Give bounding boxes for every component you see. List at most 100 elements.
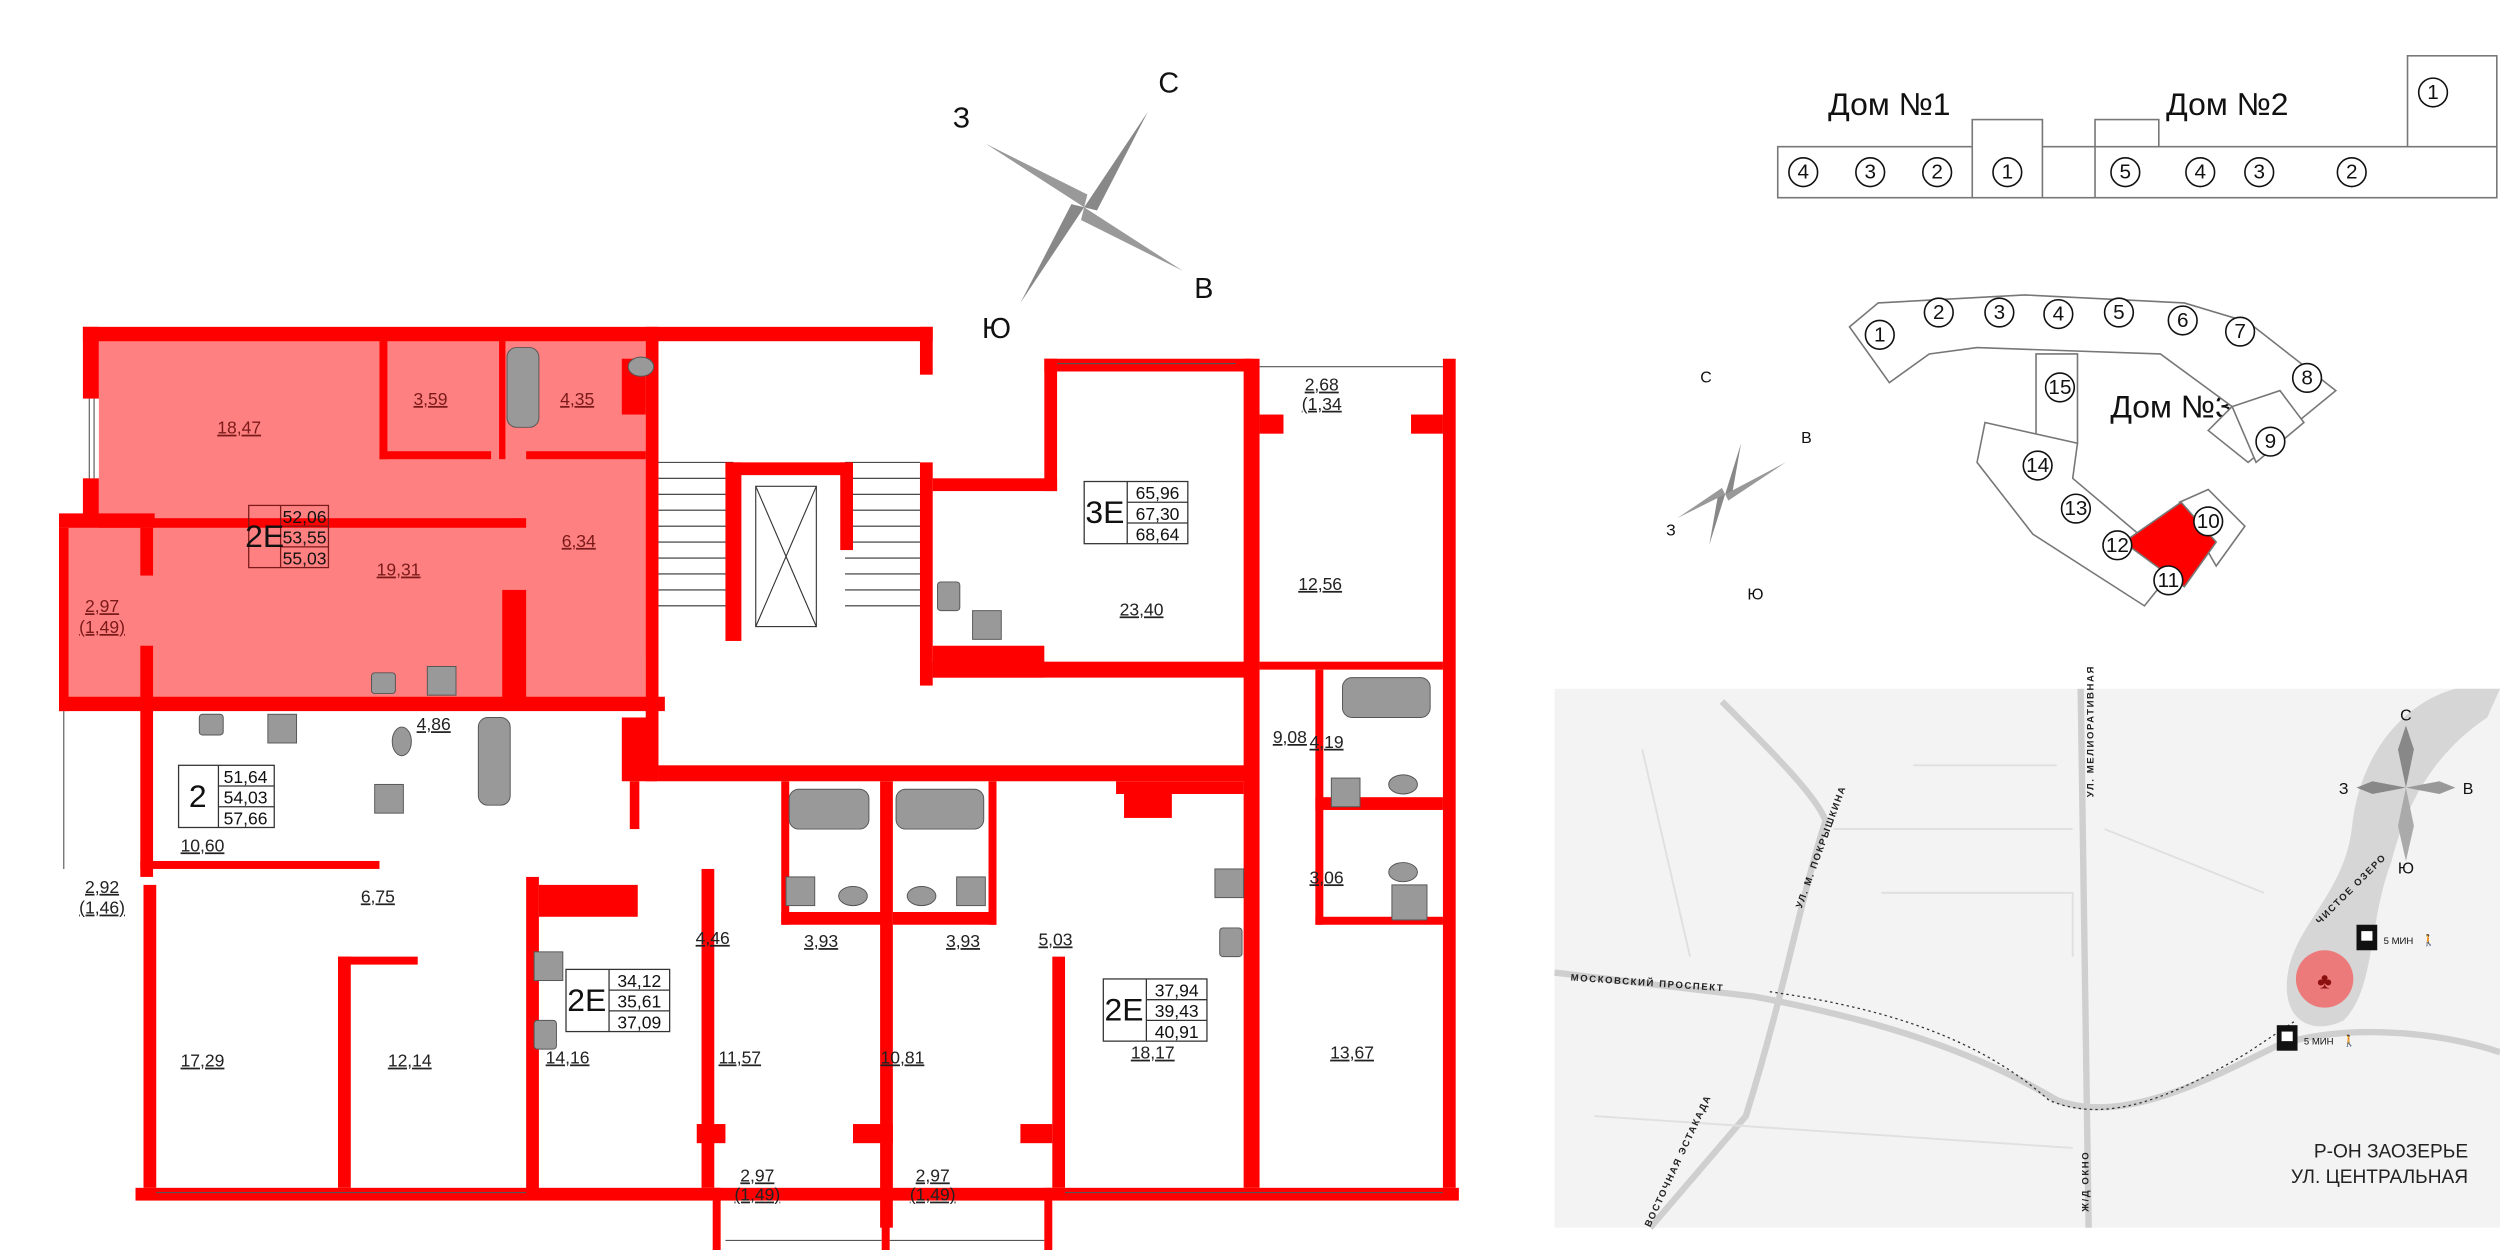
section-button[interactable]: 4: [2185, 157, 2216, 188]
selected-apartment[interactable]: [58, 339, 646, 700]
svg-text:1: 1: [2002, 161, 2014, 184]
compass-needle-east: [1080, 207, 1184, 272]
toilet-icon: [838, 886, 868, 907]
tree-icon: ♣: [2317, 969, 2332, 994]
section-button[interactable]: 14: [2022, 450, 2053, 481]
apartment-type: 2: [189, 778, 207, 814]
section-button[interactable]: 2: [2336, 157, 2367, 188]
section-button[interactable]: 4: [2043, 298, 2074, 330]
section-button[interactable]: 5: [2110, 157, 2141, 188]
floor-plan: 18,47 3,59 4,35 6,34 19,31 2,97 (1,49) 4…: [58, 326, 1459, 1250]
compass-east-label: В: [2463, 781, 2474, 798]
apartment-type: 2E: [245, 518, 284, 554]
stove-icon: [972, 610, 1002, 640]
section-button[interactable]: 7: [2224, 316, 2256, 347]
section-button[interactable]: 2: [1923, 297, 1954, 328]
toilet-icon: [906, 886, 937, 907]
room-area: 6,75: [361, 886, 395, 906]
svg-text:1: 1: [2427, 81, 2439, 104]
svg-text:4: 4: [2053, 303, 2065, 326]
section-button[interactable]: 11: [2153, 565, 2184, 596]
site-compass: С В З Ю: [1666, 370, 1812, 604]
apartment-area-living: 52,06: [283, 507, 327, 527]
shower-icon: [1391, 884, 1428, 921]
section-button[interactable]: 4: [1788, 157, 1819, 188]
room-area: 18,47: [217, 418, 261, 438]
location-marker[interactable]: [2295, 950, 2354, 1008]
section-button[interactable]: 6: [2167, 305, 2198, 336]
apartment-tag[interactable]: 2 51,64 54,03 57,66: [177, 764, 275, 828]
railway: [1769, 991, 2297, 1111]
toilet-icon: [1388, 862, 1418, 883]
section-button[interactable]: 13: [2060, 493, 2092, 524]
apartment-area-living: 65,96: [1136, 483, 1180, 503]
fixtures: [198, 347, 1431, 1050]
washing-machine-icon: [956, 876, 986, 907]
apartment-type: 3E: [1085, 494, 1124, 530]
room-area: 14,16: [546, 1047, 590, 1067]
apartment-area-total: 53,55: [283, 528, 327, 548]
apartment-tag[interactable]: 3E 65,96 67,30 68,64: [1083, 480, 1189, 545]
apartment-area-living: 34,12: [617, 971, 661, 991]
compass-east-label: В: [1801, 430, 1812, 447]
balcony-area: 2,97: [740, 1165, 774, 1185]
svg-text:4: 4: [2194, 161, 2206, 184]
room-area: 10,60: [181, 835, 225, 855]
section-button[interactable]: 15: [2044, 372, 2076, 403]
bus-stop[interactable]: 5 МИН 🚶: [2276, 1025, 2356, 1051]
house-1-sections: 4 3 2 1: [1776, 118, 2155, 199]
apartment-area-total: 35,61: [617, 992, 661, 1012]
room-area: 11,57: [719, 1047, 762, 1067]
section-button[interactable]: 5: [2103, 297, 2135, 328]
house-3-title: Дом №3: [2110, 389, 2232, 425]
svg-text:15: 15: [2048, 376, 2071, 399]
apartment-area-total: 67,30: [1136, 504, 1180, 524]
apartment-tag[interactable]: 2E 37,94 39,43 40,91: [1102, 978, 1208, 1042]
room-area: 5,03: [1038, 929, 1072, 949]
section-button[interactable]: 10: [2193, 506, 2224, 537]
room-labels: 18,47 3,59 4,35 6,34 19,31 2,97 (1,49) 4…: [79, 375, 1374, 1205]
section-button[interactable]: 3: [2244, 157, 2275, 188]
section-button[interactable]: 1: [2417, 77, 2449, 108]
section-button[interactable]: 12: [2102, 530, 2133, 561]
compass-west-label: З: [1666, 523, 1676, 540]
section-button[interactable]: 8: [2291, 362, 2323, 394]
bathtub-icon: [1341, 677, 1431, 718]
section-button[interactable]: 3: [1855, 157, 1886, 188]
svg-text:11: 11: [2158, 569, 2180, 592]
stairwell: [658, 339, 920, 766]
compass-needle-south: [1020, 204, 1085, 303]
compass-south-label: Ю: [2398, 861, 2414, 878]
compass-west-label: З: [2339, 781, 2349, 798]
apartment-type: 2E: [1105, 991, 1144, 1027]
walk-icon: 🚶: [2422, 933, 2436, 947]
apartment-area-living: 37,94: [1155, 980, 1199, 1000]
svg-text:7: 7: [2234, 320, 2246, 343]
bus-stop[interactable]: 5 МИН 🚶: [2356, 924, 2436, 951]
bus-icon: [2361, 931, 2373, 941]
room-area: 18,17: [1131, 1043, 1175, 1063]
section-button[interactable]: 2: [1922, 157, 1953, 188]
apartment-tag[interactable]: 2E 34,12 35,61 37,09: [565, 968, 671, 1032]
apartment-area-total: 54,03: [224, 788, 268, 808]
section-button[interactable]: 3: [1984, 297, 2015, 328]
room-area: 23,40: [1120, 599, 1164, 619]
section-button[interactable]: 1: [1992, 157, 2023, 188]
room-area: 6,34: [562, 531, 596, 551]
apartment-tag[interactable]: 2E 52,06 53,55 55,03: [245, 504, 330, 568]
room-area: 17,29: [181, 1051, 225, 1071]
sink-icon: [1219, 927, 1243, 958]
svg-text:2: 2: [1931, 161, 1943, 184]
site-plan: Дом №1 Дом №2 Дом №3 4 3 2 1 5 4 3 2 1: [1666, 55, 2498, 607]
stove-icon: [533, 951, 564, 982]
section-button[interactable]: 9: [2255, 426, 2286, 457]
apartment-area-total: 39,43: [1155, 1001, 1199, 1021]
apartment-area-full: 68,64: [1136, 524, 1180, 544]
house-2-title: Дом №2: [2166, 86, 2288, 122]
svg-text:5: 5: [2120, 161, 2132, 184]
section-button[interactable]: 1: [1864, 319, 1895, 350]
balcony-area-reduced: (1,49): [734, 1185, 780, 1205]
district-name: Р-ОН ЗАОЗЕРЬЕ: [2314, 1142, 2468, 1163]
sink-icon: [937, 581, 961, 612]
balcony-area: 2,92: [85, 877, 119, 897]
